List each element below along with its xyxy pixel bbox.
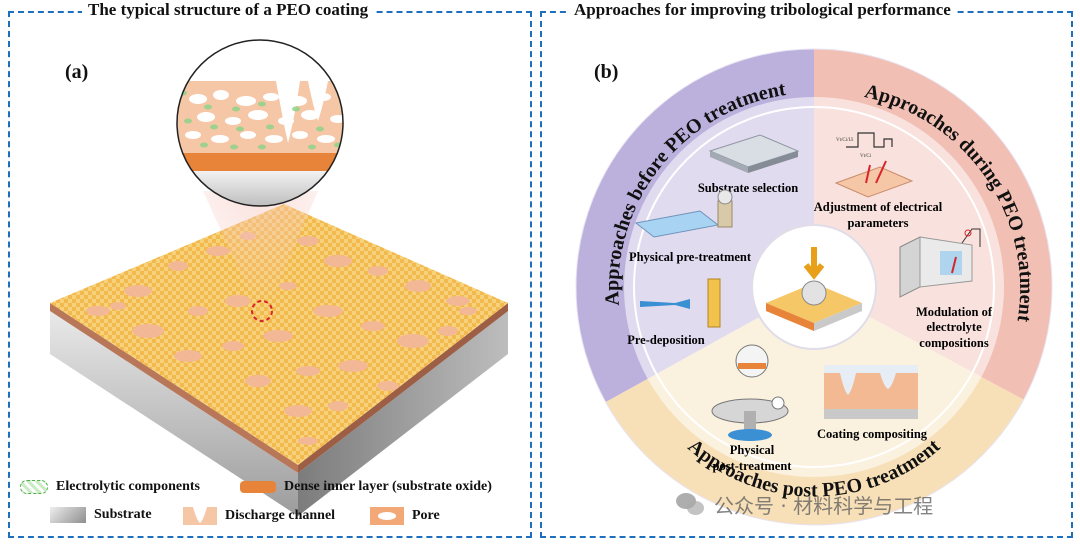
legend-dense-inner-layer: Dense inner layer (substrate oxide) (240, 479, 492, 495)
legend-pore: Pore (370, 507, 440, 525)
legend-label: Dense inner layer (substrate oxide) (284, 479, 492, 494)
item-electrolyte-line3: compositions (919, 336, 989, 350)
electrical-parameters-icon: Vt/Ci/Ui Vt/Ci (834, 132, 914, 198)
panel-a-label: (a) (65, 61, 89, 83)
substrate-swatch-icon (50, 507, 86, 523)
slab-substrate-right (298, 311, 508, 516)
slab-oxide-right (298, 303, 508, 473)
item-physical-pre-treatment: Physical pre-treatment (629, 250, 752, 264)
physical-post-treatment-icon (711, 344, 789, 441)
pore-swatch-icon (370, 507, 404, 525)
item-pre-deposition: Pre-deposition (627, 333, 705, 347)
legend-label: Discharge channel (225, 508, 336, 523)
legend-substrate: Substrate (50, 507, 152, 523)
wechat-icon (676, 492, 706, 517)
pre-deposition-icon (640, 278, 721, 328)
electrolytic-swatch-icon (20, 480, 48, 494)
zoom-beam (203, 191, 318, 303)
watermark-text: 公众号 · 材料科学与工程 (714, 494, 934, 518)
legend-label: Substrate (94, 507, 152, 522)
discharge-channel-swatch-icon (183, 507, 217, 525)
item-electrical-params-line1: Adjustment of electrical (814, 200, 943, 214)
slab-oxide-left (50, 303, 298, 473)
peo-coating-illustration (50, 39, 508, 516)
svg-text:Vt/Ci/Ui: Vt/Ci/Ui (836, 138, 854, 143)
electrolyte-tank-icon (899, 228, 981, 298)
item-electrolyte-line2: electrolyte (926, 320, 982, 334)
center-tribology-icon (766, 247, 862, 331)
zoom-cross-section (177, 40, 343, 206)
item-physical-post-line1: Physical (730, 443, 775, 457)
approaches-wheel: Approaches before PEO treatment Approach… (575, 48, 1053, 526)
watermark: 公众号 · 材料科学与工程 (676, 490, 933, 519)
legend-electrolytic: Electrolytic components (20, 479, 200, 495)
coating-compositing-icon (824, 365, 918, 419)
panel-b-title: Approaches for improving tribological pe… (568, 0, 957, 20)
panel-a-title: The typical structure of a PEO coating (82, 0, 375, 20)
legend-label: Electrolytic components (56, 479, 200, 494)
svg-text:Vt/Ci: Vt/Ci (860, 154, 872, 159)
panel-a: The typical structure of a PEO coating (… (8, 0, 532, 538)
item-electrical-params-line2: parameters (847, 216, 908, 230)
pores (86, 232, 477, 445)
legend-label: Pore (412, 508, 440, 523)
legend-discharge-channel: Discharge channel (183, 507, 335, 525)
panel-b: Approaches for improving tribological pe… (540, 0, 1073, 538)
item-physical-post-line2: post-treatment (713, 459, 793, 473)
zoom-circle-border (176, 39, 344, 207)
physical-pre-treatment-icon (634, 189, 733, 238)
zoom-target-marker (251, 300, 273, 322)
substrate-selection-icon (708, 134, 800, 173)
panel-b-label: (b) (594, 61, 619, 83)
slab-substrate-left (50, 311, 298, 516)
dense-layer-swatch-icon (240, 481, 276, 493)
item-electrolyte-line1: Modulation of (916, 305, 993, 319)
item-coating-compositing: Coating compositing (817, 427, 928, 441)
item-substrate-selection: Substrate selection (698, 181, 798, 195)
